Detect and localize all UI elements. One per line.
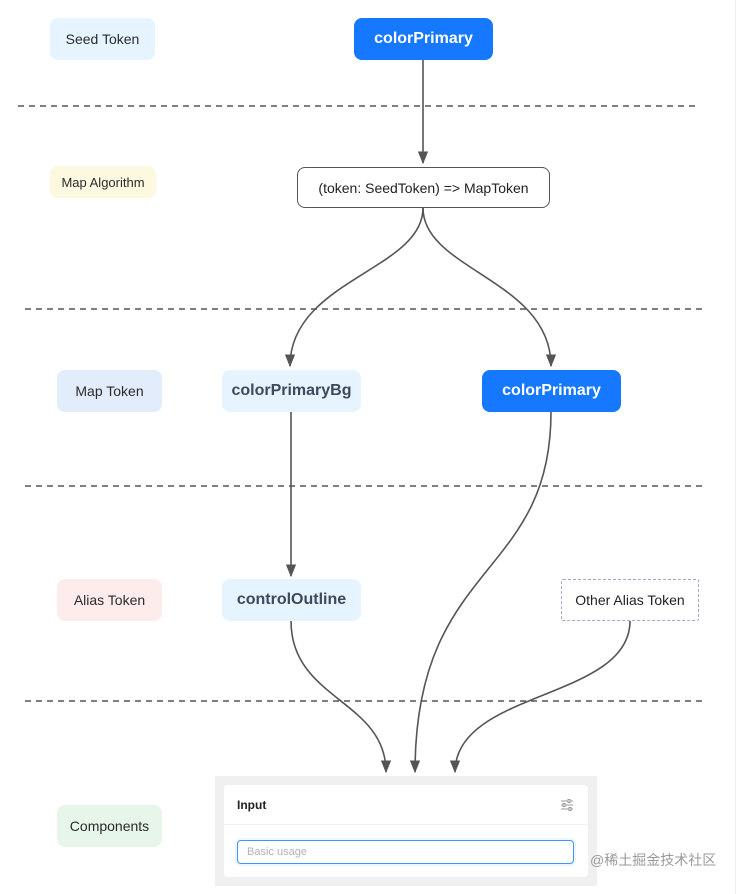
layer-label-map-token: Map Token [57,370,162,412]
other-alias-token-node: Other Alias Token [561,579,699,621]
watermark: @稀土掘金技术社区 [590,852,717,868]
input-demo-card-title: Input [237,797,267,812]
sliders-icon[interactable] [560,798,574,812]
arrow-algorithm-to-colorprimarybg [284,207,424,368]
map-color-primary-label: colorPrimary [502,382,601,399]
control-outline-label: controlOutline [236,591,347,608]
layer-label-map-token-text: Map Token [75,383,144,399]
right-edge-border [735,0,736,894]
map-color-primary-node: colorPrimary [482,370,621,412]
component-preview: Input Basic usage [215,776,597,886]
color-primary-bg-node: colorPrimaryBg [222,370,361,412]
seed-color-primary-label: colorPrimary [374,30,473,47]
layer-label-map-algorithm: Map Algorithm [50,166,156,198]
color-primary-bg-label: colorPrimaryBg [231,382,352,399]
basic-usage-input[interactable]: Basic usage [237,840,574,864]
layer-label-map-algorithm-text: Map Algorithm [61,174,145,190]
arrow-algorithm-to-colorprimary [422,207,557,368]
arrow-other-alias-to-component [449,620,631,774]
layer-label-components-text: Components [69,818,150,834]
input-demo-card: Input Basic usage [224,785,588,877]
layer-label-alias-token-text: Alias Token [73,592,146,608]
layer-label-alias-token: Alias Token [57,579,162,621]
input-demo-card-header: Input [224,785,588,825]
basic-usage-input-placeholder: Basic usage [247,846,307,858]
other-alias-token-label: Other Alias Token [575,592,685,608]
control-outline-node: controlOutline [222,579,361,621]
map-algorithm-label: (token: SeedToken) => MapToken [318,179,529,196]
layer-label-seed-token-text: Seed Token [65,31,140,47]
map-algorithm-node: (token: SeedToken) => MapToken [297,167,550,208]
seed-color-primary-node: colorPrimary [354,18,493,60]
arrow-controloutline-to-component [290,620,392,774]
layer-label-seed-token: Seed Token [50,18,155,60]
layer-label-components: Components [57,805,162,847]
arrow-colorprimary-to-component [409,411,552,774]
